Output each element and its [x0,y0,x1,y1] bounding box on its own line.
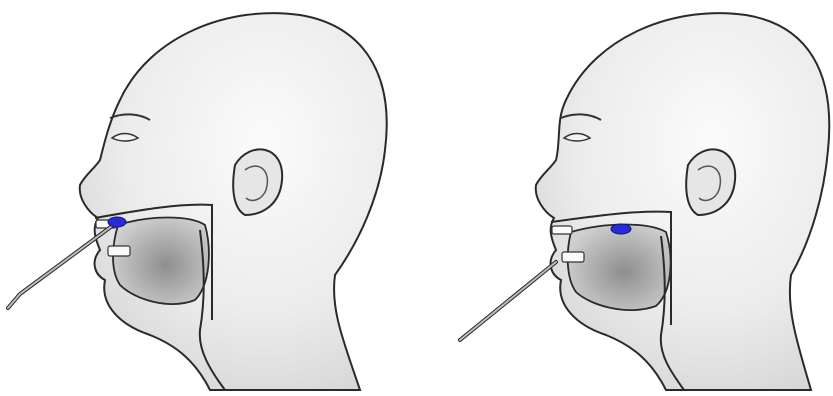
head-illustration-left [0,0,416,396]
blue-marker [611,224,631,234]
oral-cavity [113,218,209,305]
head-illustration-right [416,0,833,396]
head-profile-left-svg [0,0,416,396]
head-outline [80,13,387,390]
oral-cavity [568,225,671,311]
head-outline [536,13,830,390]
lower-teeth [562,252,584,262]
head-profile-right-svg [416,0,833,396]
lower-teeth [108,246,130,256]
upper-teeth [552,226,572,234]
blue-marker [108,217,126,227]
